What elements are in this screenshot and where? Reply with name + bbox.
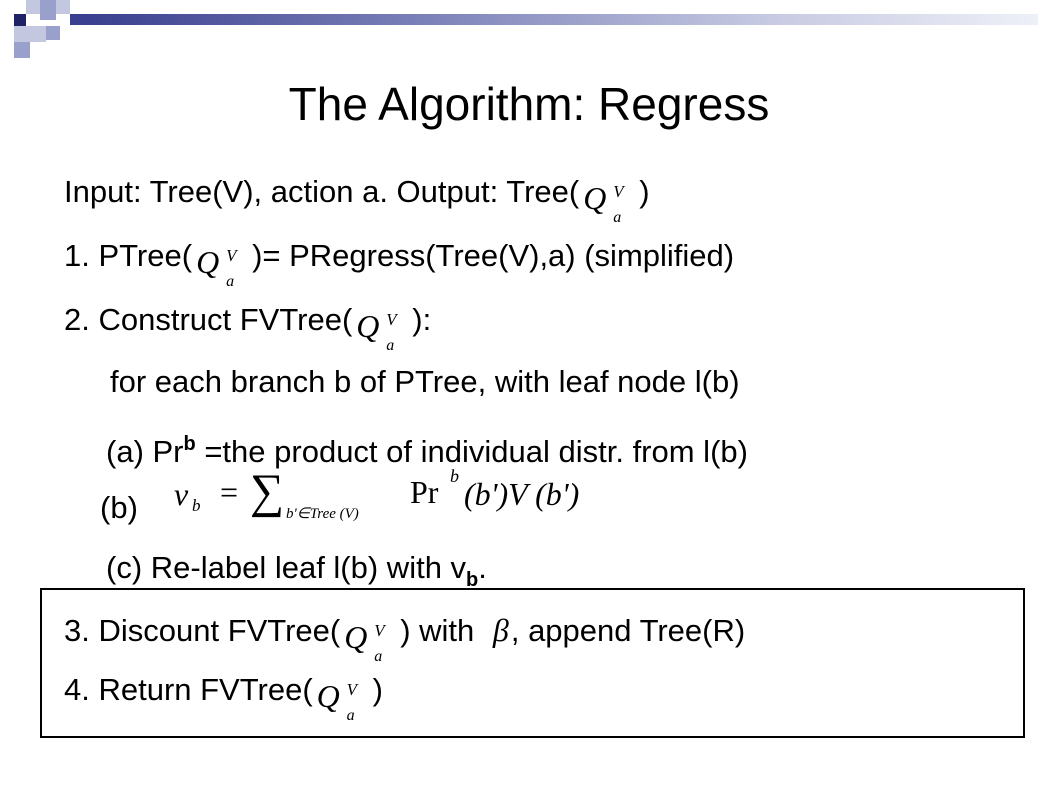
line-text: 3. Discount FVTree( bbox=[64, 613, 341, 648]
formula-sum-sub: b'∈Tree (V) bbox=[286, 506, 359, 522]
formula-sum: ∑ bbox=[250, 465, 285, 518]
line-text: )= PRegress(Tree(V),a) (simplified) bbox=[252, 238, 735, 273]
step-b-label: (b) bbox=[100, 490, 138, 525]
subscript: b bbox=[466, 569, 479, 591]
line-text: ): bbox=[412, 302, 432, 337]
line-text: ) with bbox=[400, 613, 483, 648]
line-text: =the product of individual distr. from l… bbox=[195, 434, 748, 469]
line-text: (c) Re-label leaf l(b) with v bbox=[106, 550, 467, 585]
formula-v-sub: b bbox=[192, 496, 201, 515]
line-text: . bbox=[478, 550, 487, 585]
corner-decoration bbox=[0, 0, 90, 90]
step-c-line: (c) Re-label leaf l(b) with vb. bbox=[106, 548, 487, 600]
line-text: ) bbox=[372, 672, 383, 707]
superscript: b bbox=[183, 433, 196, 455]
line-text: Input: Tree(V), action a. Output: Tree( bbox=[64, 174, 580, 209]
line-text: (a) Pr bbox=[106, 434, 184, 469]
line-text: 2. Construct FVTree( bbox=[64, 302, 353, 337]
formula-equals: = bbox=[220, 474, 239, 510]
line-text: ) bbox=[639, 174, 650, 209]
formula-v: v bbox=[174, 476, 189, 512]
beta-symbol: β bbox=[492, 612, 509, 648]
input-output-line: Input: Tree(V), action a. Output: Tree(Q… bbox=[64, 172, 650, 226]
page-title: The Algorithm: Regress bbox=[288, 78, 770, 130]
formula-pr: Pr bbox=[410, 474, 439, 510]
for-each-branch-line: for each branch b of PTree, with leaf no… bbox=[110, 364, 740, 399]
formula-tail: (b')V (b') bbox=[464, 476, 580, 512]
line-text: 1. PTree( bbox=[64, 238, 193, 273]
header-rule bbox=[88, 14, 1038, 25]
highlight-box bbox=[40, 588, 1025, 738]
formula-pr-sup: b bbox=[450, 466, 459, 486]
line-text: 4. Return FVTree( bbox=[64, 672, 313, 707]
value-formula: v b = ∑ b'∈Tree (V) Pr b (b')V (b') bbox=[170, 465, 630, 530]
step-a-line: (a) Prb =the product of individual distr… bbox=[106, 424, 748, 472]
line-text: , append Tree(R) bbox=[510, 613, 746, 648]
